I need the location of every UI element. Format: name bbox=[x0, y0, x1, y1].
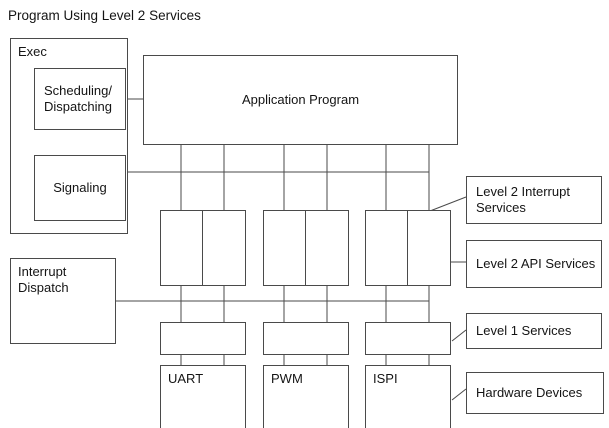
pwm-device-box: PWM bbox=[263, 365, 349, 428]
ispi-label: ISPI bbox=[373, 371, 398, 386]
signaling-box: Signaling bbox=[34, 155, 126, 221]
interrupt-dispatch-box: Interrupt Dispatch bbox=[10, 258, 116, 344]
level1-box-uart bbox=[160, 322, 246, 355]
ispi-device-box: ISPI bbox=[365, 365, 451, 428]
uart-label: UART bbox=[168, 371, 204, 386]
level2-interrupt-box-uart bbox=[202, 210, 246, 286]
hardware-devices-label: Hardware Devices bbox=[476, 384, 583, 400]
uart-device-box: UART bbox=[160, 365, 246, 428]
level1-services-label: Level 1 Services bbox=[476, 322, 572, 338]
exec-label: Exec bbox=[18, 44, 47, 59]
level2-interrupt-services-callout: Level 2 Interrupt Services bbox=[466, 176, 602, 224]
interrupt-dispatch-label: Interrupt Dispatch bbox=[18, 264, 69, 296]
level2-api-box-uart bbox=[160, 210, 203, 286]
scheduling-dispatching-box: Scheduling/ Dispatching bbox=[34, 68, 126, 130]
pwm-label: PWM bbox=[271, 371, 303, 386]
application-program-box: Application Program bbox=[143, 55, 458, 145]
level1-services-callout: Level 1 Services bbox=[466, 313, 602, 349]
level2-interrupt-box-pwm bbox=[305, 210, 349, 286]
level2-interrupt-box-ispi bbox=[407, 210, 451, 286]
level2-api-box-ispi bbox=[365, 210, 408, 286]
level2-interrupt-services-label: Level 2 Interrupt Services bbox=[476, 183, 570, 215]
level2-api-box-pwm bbox=[263, 210, 306, 286]
application-program-label: Application Program bbox=[241, 91, 360, 107]
scheduling-dispatching-label: Scheduling/ Dispatching bbox=[44, 82, 112, 114]
diagram-title: Program Using Level 2 Services bbox=[8, 8, 201, 23]
hardware-devices-callout: Hardware Devices bbox=[466, 372, 604, 414]
level2-api-services-callout: Level 2 API Services bbox=[466, 240, 602, 288]
level2-api-services-label: Level 2 API Services bbox=[476, 255, 596, 271]
signaling-label: Signaling bbox=[53, 179, 107, 195]
level1-box-ispi bbox=[365, 322, 451, 355]
level1-box-pwm bbox=[263, 322, 349, 355]
